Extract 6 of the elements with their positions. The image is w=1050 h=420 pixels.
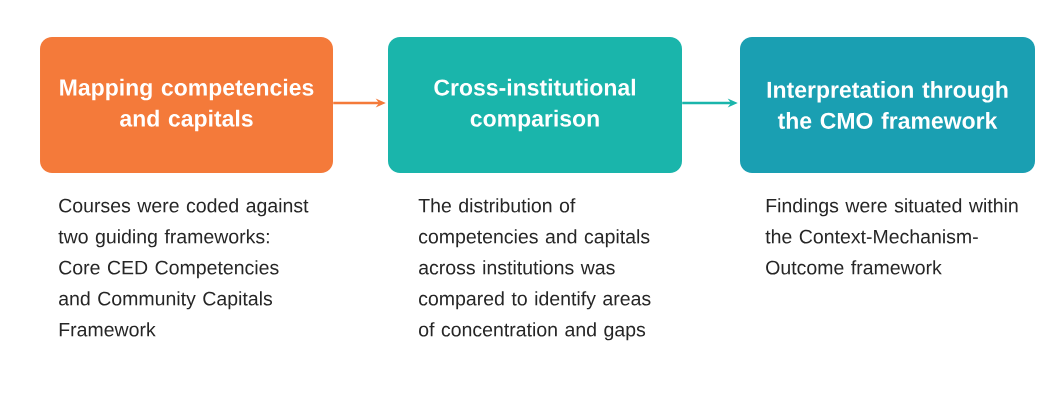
description-text: Courses were coded against two guiding frameworks: Core CED Competencies and Community Capitals Framework [58,198,309,337]
description-text: The distribution of competencies and capitals across institutions was compared to identify areas of concentration and gaps [418,198,651,341]
process-box: Cross-institutional comparison [388,37,682,173]
process-box: Mapping competencies and capitals [40,37,333,173]
description-text: Findings were situated within the Context-Mechanism-Outcome framework [765,198,1018,275]
process-box: Interpretation through the CMO framework [740,37,1035,173]
